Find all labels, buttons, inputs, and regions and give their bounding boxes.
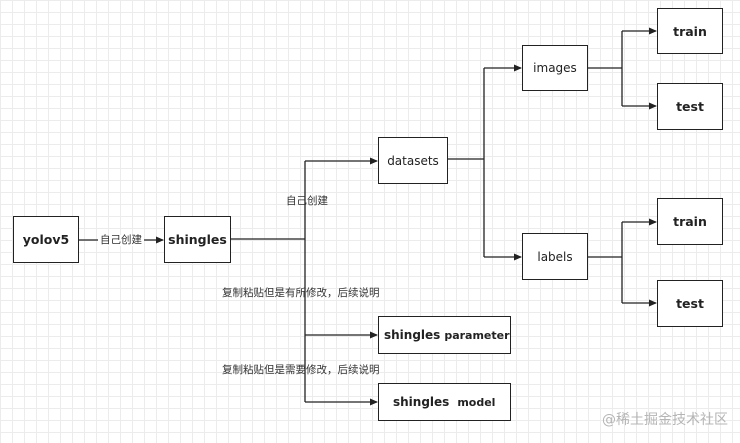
node-yolov5[interactable]: yolov5	[13, 216, 79, 263]
model-sub-label: model	[457, 395, 496, 409]
node-train-images[interactable]: train	[657, 8, 723, 54]
node-train-labels[interactable]: train	[657, 198, 723, 245]
node-test-labels[interactable]: test	[657, 280, 723, 327]
node-shingles-model[interactable]: shingles model	[378, 383, 511, 421]
edge-label-create-1: 自己创建	[98, 234, 144, 246]
node-test-images[interactable]: test	[657, 83, 723, 130]
watermark: @稀土掘金技术社区	[602, 412, 728, 428]
node-images[interactable]: images	[522, 45, 588, 91]
node-shingles[interactable]: shingles	[164, 216, 231, 263]
edge-label-copy-modify-2: 复制粘贴但是需要修改，后续说明	[222, 364, 380, 376]
node-shingles-parameter[interactable]: shingles parameter	[378, 316, 511, 354]
parameter-sub-label: parameter	[444, 328, 510, 342]
node-datasets[interactable]: datasets	[378, 137, 448, 184]
model-main-label: shingles	[393, 395, 450, 409]
edge-label-copy-modify-1: 复制粘贴但是有所修改，后续说明	[222, 287, 380, 299]
edge-label-create-2: 自己创建	[286, 195, 328, 207]
parameter-main-label: shingles	[384, 328, 441, 342]
node-labels[interactable]: labels	[522, 233, 588, 280]
